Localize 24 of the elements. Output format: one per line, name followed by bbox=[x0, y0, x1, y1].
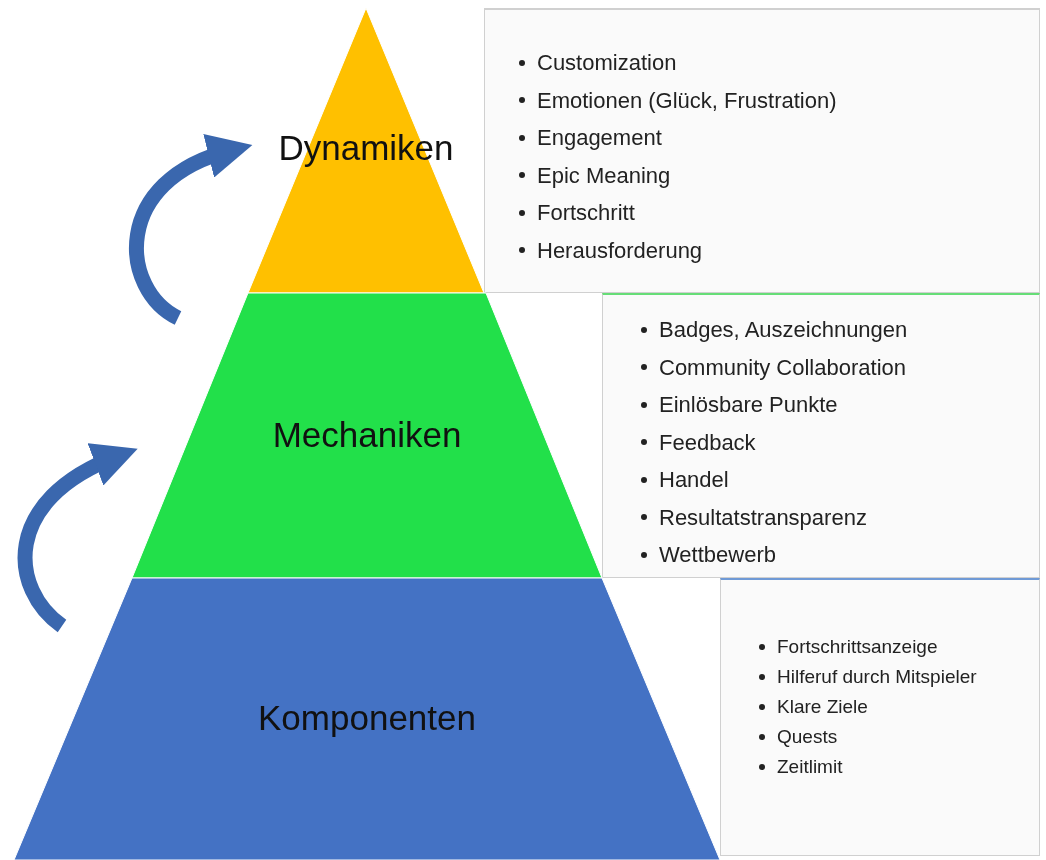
list-item: Wettbewerb bbox=[659, 542, 776, 567]
list-item: Zeitlimit bbox=[777, 756, 843, 777]
list-item: Community Collaboration bbox=[659, 354, 906, 380]
list-item: Herausforderung bbox=[537, 237, 703, 263]
text-panel bbox=[720, 578, 1040, 856]
list-item: Fortschritt bbox=[537, 200, 635, 225]
list-item: Fortschrittsanzeige bbox=[777, 636, 938, 657]
list-item: Handel bbox=[659, 467, 729, 492]
list-item: Feedback bbox=[659, 429, 756, 455]
list-item: Engagement bbox=[537, 125, 662, 150]
tier-label: Komponenten bbox=[257, 698, 477, 738]
list-item: Epic Meaning bbox=[537, 162, 671, 188]
list-item: Quests bbox=[777, 726, 838, 747]
text-panel bbox=[484, 8, 1040, 293]
list-item: Hilferuf durch Mitspieler bbox=[777, 666, 977, 687]
tier-label: Mechaniken bbox=[271, 415, 463, 455]
list-item: Einlösbare Punkte bbox=[659, 392, 838, 417]
text-panel bbox=[602, 293, 1040, 578]
list-item: Klare Ziele bbox=[777, 696, 868, 717]
list-item: Badges, Auszeichnungen bbox=[659, 317, 908, 342]
list-item: Customization bbox=[537, 50, 677, 75]
list-item: Emotionen (Glück, Frustration) bbox=[537, 87, 837, 113]
list-item: Resultatstransparenz bbox=[659, 504, 867, 530]
curved-arrow bbox=[17, 445, 138, 632]
